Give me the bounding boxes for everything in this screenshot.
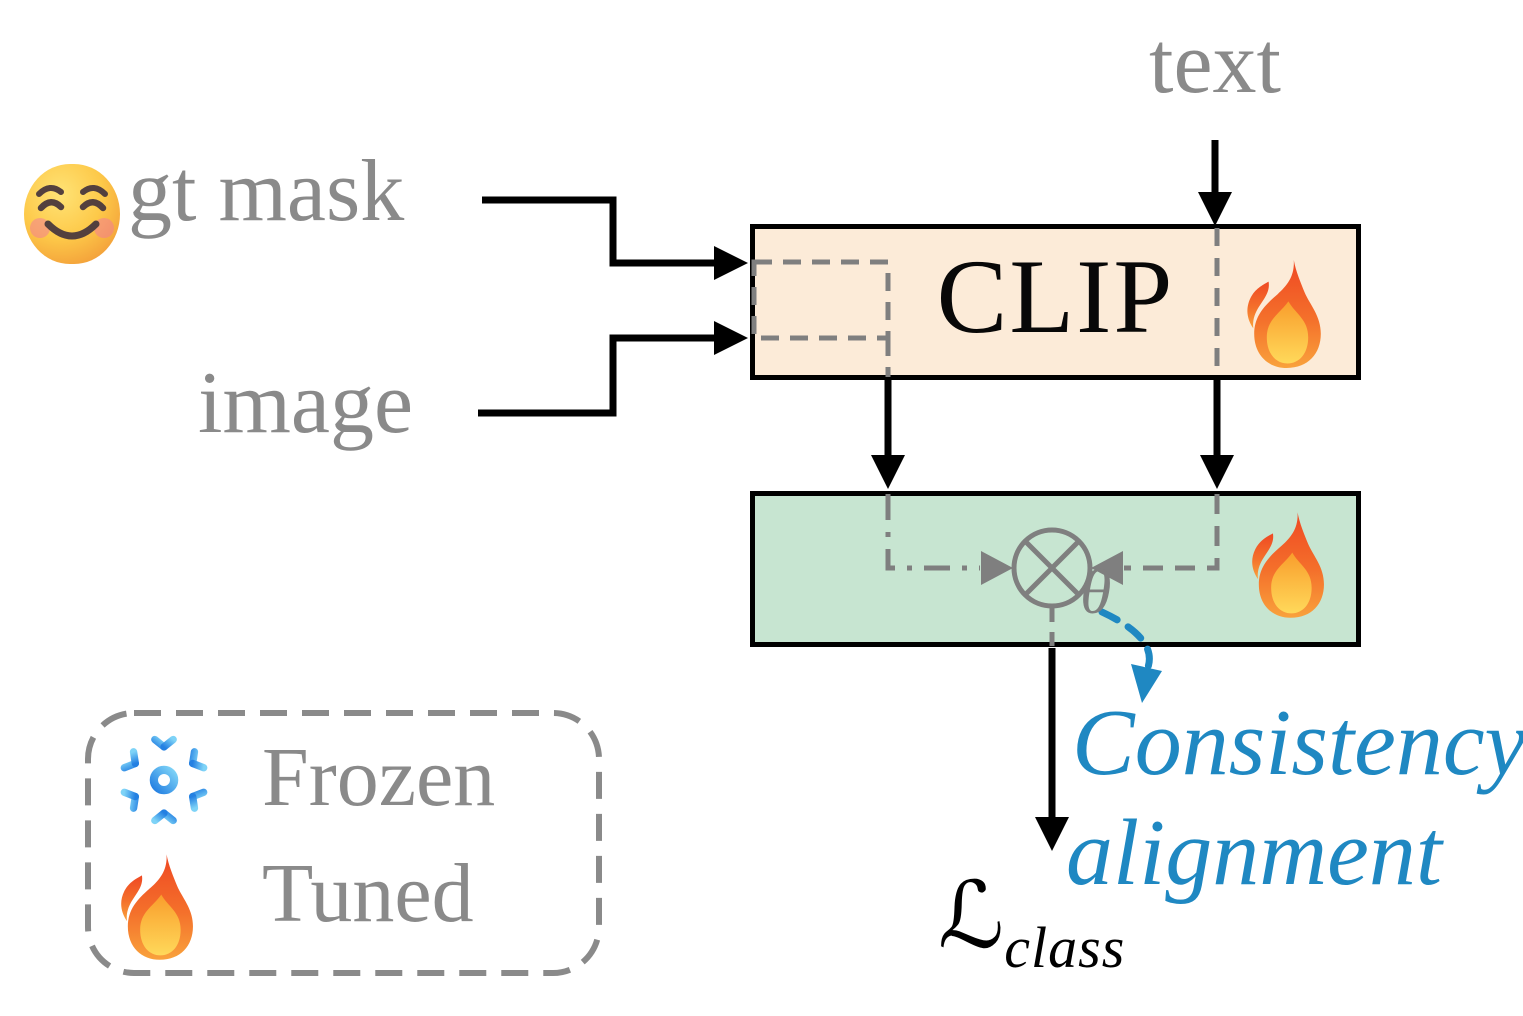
- fusion-tuned-fire-icon: [1252, 512, 1324, 618]
- loss-symbol: ℒ: [938, 862, 1005, 969]
- legend-frozen-snowflake-icon: [120, 734, 208, 826]
- gt-mask-arrow: [482, 196, 748, 280]
- clip-box-title: CLIP: [936, 238, 1175, 356]
- theta-label: θ: [1080, 556, 1112, 627]
- consistency-label-line2: alignment: [1066, 801, 1442, 905]
- gt-mask-label: gt mask: [128, 143, 405, 240]
- text-input-label: text: [1149, 15, 1281, 112]
- clip-to-fusion-arrow-left: [871, 380, 905, 489]
- image-arrow: [478, 321, 748, 417]
- legend-tuned-fire-icon: [121, 854, 193, 960]
- legend-frozen-label: Frozen: [262, 731, 496, 824]
- clip-to-fusion-arrow-right: [1200, 380, 1234, 489]
- clip-tuned-fire-icon: [1247, 260, 1321, 368]
- fusion-output-arrow: [1035, 648, 1069, 851]
- text-arrow: [1198, 140, 1232, 226]
- loss-subscript: class: [1004, 915, 1126, 980]
- legend-tuned-label: Tuned: [262, 847, 474, 940]
- smiling-face-emoji: [24, 164, 120, 264]
- loss-label: ℒclass: [938, 870, 1125, 977]
- consistency-label-line1: Consistency: [1072, 691, 1523, 795]
- image-label: image: [198, 355, 414, 452]
